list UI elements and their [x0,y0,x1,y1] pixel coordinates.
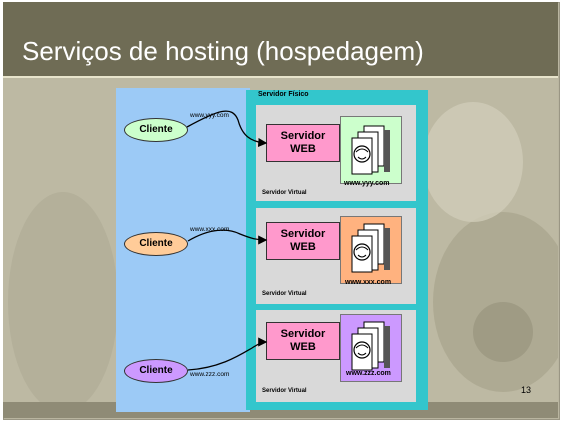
client-1-url: www.yyy.com [190,112,229,119]
document-globe-icon [351,223,390,273]
slide-title: Serviços de hosting (hospedagem) [22,36,424,66]
title-bar [3,2,558,76]
virtual-server-3-label: Servidor Virtual [262,388,307,394]
document-globe-icon [351,321,390,371]
site-label-3: www.zzz.com [346,370,391,377]
site-label-2: www.xxx.com [345,279,392,286]
web-server-1-label: Servidor WEB [280,130,326,155]
virtual-server-2-label: Servidor Virtual [262,291,307,297]
client-3: Cliente [124,359,188,383]
web-server-2-label: Servidor WEB [280,228,326,253]
client-1: Cliente [124,118,188,142]
title-divider [3,76,558,78]
virtual-server-1-label: Servidor Virtual [262,190,307,196]
web-server-3: Servidor WEB [266,322,340,360]
client-2: Cliente [124,232,188,256]
web-server-1: Servidor WEB [266,124,340,162]
site-label-1: www.yyy.com [344,180,390,187]
web-server-3-label: Servidor WEB [280,328,326,353]
web-server-2: Servidor WEB [266,222,340,260]
client-2-label: Cliente [139,238,173,249]
client-3-url: www.zzz.com [190,371,230,378]
client-2-url: www.xxx.com [190,226,230,233]
physical-server-label: Servidor Físico [258,91,309,98]
page-number: 13 [521,385,532,395]
document-globe-icon [351,125,390,175]
client-3-label: Cliente [139,365,173,376]
client-1-label: Cliente [139,124,173,135]
